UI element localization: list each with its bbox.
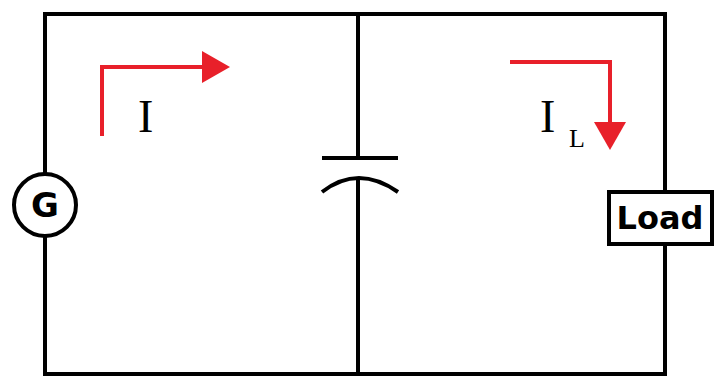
capacitor-symbol (322, 14, 398, 376)
wire (45, 238, 665, 374)
node-text: G (31, 188, 59, 222)
current-label: I (138, 94, 153, 140)
load-box: Load (607, 190, 714, 246)
node-text: Load (617, 202, 704, 234)
current-label: I (540, 94, 555, 140)
generator-circle: G (12, 172, 78, 238)
subscript-label: L (569, 126, 585, 152)
current-arrow (102, 62, 610, 146)
wire (45, 14, 665, 190)
